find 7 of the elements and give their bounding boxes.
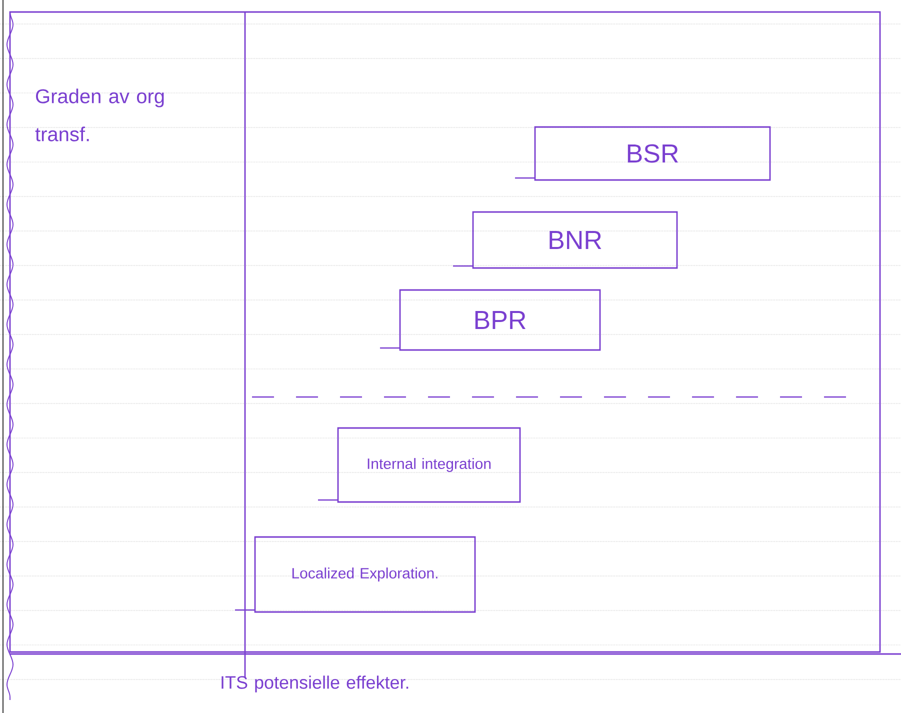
axis-label: Graden av org transf. xyxy=(35,88,164,142)
box: Localized Exploration. xyxy=(254,536,476,613)
axis-label: ITS potensielle effekter. xyxy=(222,676,408,692)
box: Internal integration xyxy=(337,427,521,503)
box: BSR xyxy=(534,126,771,181)
box: BPR xyxy=(399,289,601,351)
box: BNR xyxy=(472,211,678,269)
